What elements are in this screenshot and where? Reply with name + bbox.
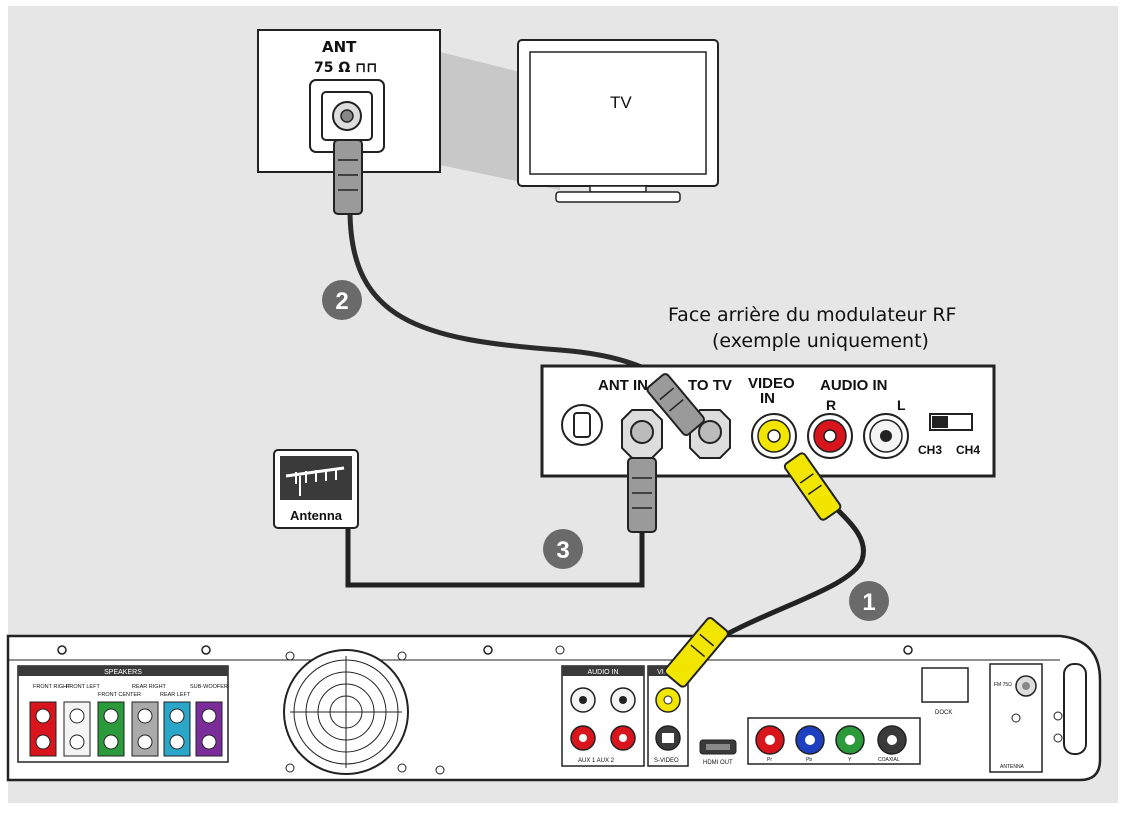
step-2-badge (322, 280, 362, 320)
speaker-label-front-right: FRONT RIGHT (33, 684, 71, 690)
modulator-caption-line1: Face arrière du modulateur RF (668, 304, 957, 326)
wall-ant-label: ANT (322, 38, 357, 56)
wall-coax-plug (333, 139, 363, 215)
handle (1063, 663, 1087, 755)
speaker-label-subwoofer: SUB-WOOFER (190, 684, 228, 690)
step-3-number: 3 (556, 537, 569, 564)
modulator-ant-in-label: ANT IN (598, 377, 648, 394)
audio-in-title: AUDIO IN (587, 669, 618, 676)
audio-in-block (561, 665, 645, 767)
wall-ohm-label: 75 Ω ⊓⊓ (314, 60, 377, 76)
modulator-caption-line2: (exemple uniquement) (712, 330, 929, 352)
dock-label: DOCK (935, 710, 952, 716)
speaker-label-rear-left: REAR LEFT (160, 692, 191, 698)
modulator-ant-in-plug (627, 457, 657, 533)
modulator-to-tv-label: TO TV (688, 377, 732, 394)
y-label: Y (848, 757, 852, 763)
modulator-ch4-label: CH4 (956, 443, 980, 457)
fm-antenna-label: ANTENNA (1000, 764, 1025, 770)
tv-label: TV (610, 93, 632, 112)
step-2-number: 2 (335, 288, 348, 315)
cable-3 (345, 520, 645, 588)
modulator-audio-r-label: R (826, 397, 836, 413)
speaker-label-front-center: FRONT CENTER (98, 692, 141, 698)
pb-label: Pb (806, 757, 812, 763)
modulator-video-in-label: IN (760, 390, 775, 407)
tv-stand (555, 191, 681, 203)
tv-screen (529, 51, 707, 175)
player-video-plug (663, 617, 729, 688)
modulator-to-tv-plug (646, 373, 705, 437)
modulator-ch3-label: CH3 (918, 443, 942, 457)
speakers-title: SPEAKERS (104, 669, 142, 676)
speaker-label-rear-right: REAR RIGHT (132, 684, 167, 690)
modulator-audio-l-label: L (897, 397, 906, 413)
speaker-terminals (29, 701, 223, 757)
svideo-label: S-VIDEO (654, 758, 679, 764)
modulator-audio-in-label: AUDIO IN (820, 377, 888, 394)
step-3-badge (543, 529, 583, 569)
antenna-label: Antenna (290, 508, 343, 523)
modulator-video-plug (783, 452, 842, 521)
fm-label: FM 75Ω (994, 682, 1012, 688)
step-1-number: 1 (862, 589, 875, 616)
step-1-badge (849, 581, 889, 621)
dock-port (921, 667, 969, 703)
tv-neck (589, 185, 647, 193)
modulator-video-label: VIDEO (748, 375, 795, 392)
speaker-label-front-left: FRONT LEFT (66, 684, 100, 690)
coaxial-label: COAXIAL (878, 757, 900, 763)
aux-label: AUX 1 AUX 2 (578, 758, 615, 764)
pr-label: Pr (767, 757, 772, 763)
hdmi-label: HDMI OUT (703, 760, 733, 766)
